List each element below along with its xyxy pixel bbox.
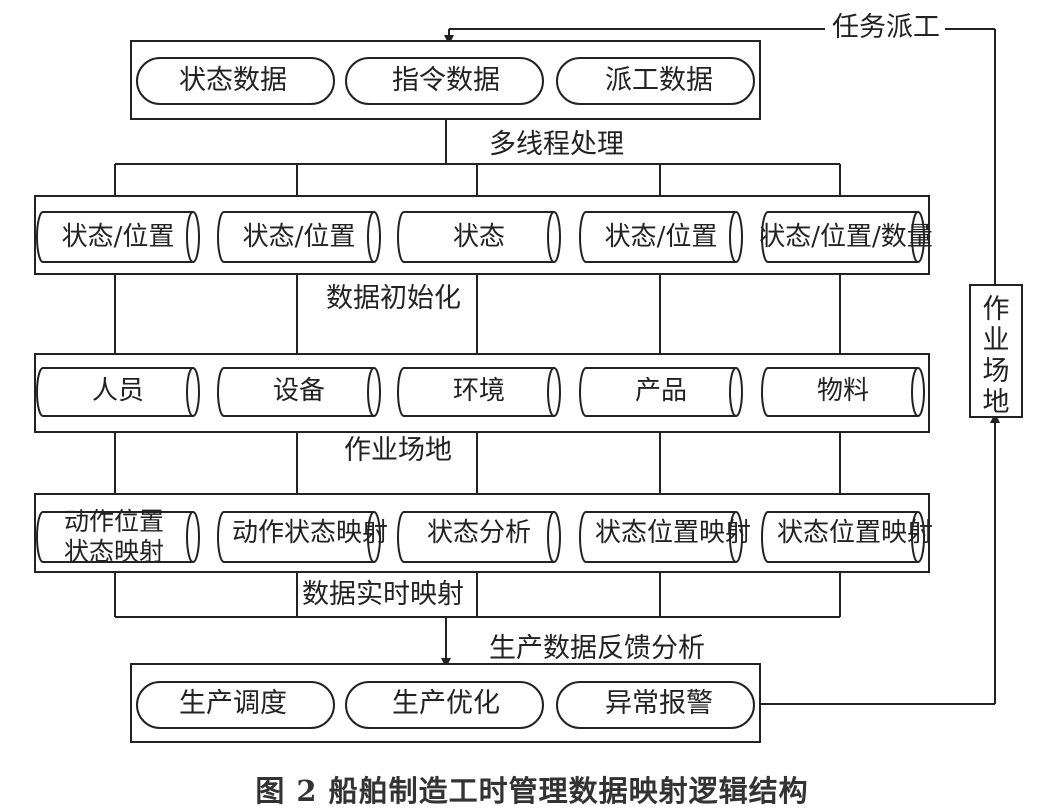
- init-label: 数据初始化: [326, 283, 461, 314]
- output-optimization: 生产优化: [392, 688, 500, 719]
- cyl-capture-1-rim: [367, 211, 375, 263]
- data-source-status: 状态数据: [179, 65, 287, 96]
- entity-personnel: 人员: [91, 376, 144, 406]
- cyl-entity-4-rim: [911, 367, 919, 417]
- pill-output-0: [136, 681, 335, 729]
- capture-personnel: 状态/位置: [61, 222, 175, 252]
- cyl-mapping-1-rim: [367, 511, 375, 563]
- mapping-environment: 状态分析: [426, 518, 531, 548]
- cyl-entity-2-rim: [547, 367, 555, 417]
- side-box: [969, 284, 1023, 418]
- side-box-label: 作业场地: [982, 294, 1010, 418]
- cyl-entity-0-rim: [186, 367, 194, 417]
- capture-equipment: 状态/位置: [242, 222, 356, 252]
- output-scheduling: 生产调度: [179, 688, 287, 719]
- cyl-mapping-2-rim: [547, 511, 555, 563]
- pill-output-2: [556, 681, 755, 729]
- cyl-mapping-4-rim: [911, 511, 919, 563]
- data-source-command: 指令数据: [392, 65, 500, 96]
- mapping-product: 状态位置映射: [594, 518, 751, 548]
- mapping-personnel: 动作位置状态映射: [63, 507, 164, 566]
- entity-material: 物料: [816, 376, 869, 406]
- mapping-material: 状态位置映射: [776, 518, 933, 548]
- cyl-capture-0-rim: [186, 211, 194, 263]
- workplace-label: 作业场地: [344, 435, 452, 466]
- cyl-capture-2-rim: [547, 211, 555, 263]
- capture-product: 状态/位置: [604, 222, 718, 252]
- capture-material: 状态/位置/数量: [759, 222, 933, 252]
- mapping-equipment: 动作状态映射: [231, 518, 388, 548]
- entity-product: 产品: [634, 376, 687, 406]
- figure-caption: 图 2 船舶制造工时管理数据映射逻辑结构: [255, 774, 809, 808]
- pill-source-1: [345, 57, 544, 105]
- capture-environment: 状态: [452, 222, 505, 252]
- data-source-dispatch: 派工数据: [605, 65, 713, 96]
- pill-source-0: [136, 57, 335, 105]
- pill-source-2: [556, 57, 755, 105]
- entity-environment: 环境: [452, 376, 505, 406]
- top-input-label: 任务派工: [832, 12, 940, 43]
- cyl-capture-3-rim: [729, 211, 737, 263]
- output-alarm: 异常报警: [605, 688, 713, 719]
- cyl-mapping-3-rim: [729, 511, 737, 563]
- cyl-entity-3-rim: [729, 367, 737, 417]
- pill-output-1: [345, 681, 544, 729]
- cyl-capture-4-rim: [911, 211, 919, 263]
- feedback-label: 生产数据反馈分析: [489, 633, 705, 664]
- multithread-label: 多线程处理: [489, 129, 624, 160]
- cyl-mapping-0-rim: [186, 511, 194, 563]
- entity-equipment: 设备: [272, 376, 325, 406]
- realtime-label: 数据实时映射: [302, 579, 464, 610]
- cyl-entity-1-rim: [367, 367, 375, 417]
